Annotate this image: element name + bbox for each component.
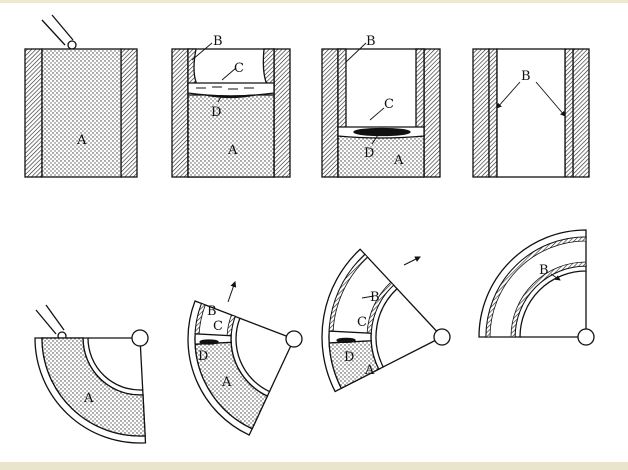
molten-metal-a <box>187 94 275 178</box>
label-a: A <box>83 391 94 406</box>
molten-metal-a <box>41 337 146 437</box>
molten-metal-a <box>337 135 425 178</box>
label-b: B <box>539 263 549 278</box>
bottom-figure-4 <box>478 229 595 346</box>
tether-line <box>139 337 144 390</box>
label-b: B <box>213 34 223 49</box>
interface-d <box>353 127 411 137</box>
coating-b-inner <box>366 281 395 334</box>
label-b: B <box>521 69 531 84</box>
mold-wall-left <box>171 48 189 178</box>
tether-line <box>268 338 295 392</box>
label-b: B <box>207 304 217 319</box>
interface-d <box>336 337 356 344</box>
molten-metal-a <box>41 48 122 178</box>
label-b: B <box>366 34 376 49</box>
top-panel-4: B <box>472 48 590 178</box>
tether-line <box>382 336 443 368</box>
label-c: C <box>213 319 223 334</box>
coating-b-outer <box>194 303 206 335</box>
label-c: C <box>357 315 367 330</box>
label-a: A <box>364 363 375 378</box>
interface-d <box>204 94 256 99</box>
pivot-circle <box>285 330 303 348</box>
mold-wall-right <box>273 48 291 178</box>
label-b: B <box>370 290 380 305</box>
top-border-band <box>0 0 628 3</box>
label-d: D <box>344 350 354 365</box>
coating-b-right <box>564 48 574 178</box>
bottom-labels: A B C D A B C D A B <box>83 263 561 406</box>
coating-b-outer <box>485 236 587 338</box>
label-a: A <box>221 375 232 390</box>
mold-wall-right <box>572 48 590 178</box>
rotation-arrow <box>227 281 237 303</box>
bottom-figure-2 <box>187 281 303 436</box>
coating-b-right <box>262 48 275 90</box>
top-panel-1: A <box>24 14 138 178</box>
bottom-border-band <box>0 462 628 470</box>
mold-wall-left <box>321 48 339 178</box>
label-d: D <box>211 105 221 120</box>
mold-wall-right <box>423 48 441 178</box>
rotation-arrow <box>403 256 421 266</box>
coating-b-outer <box>328 253 369 332</box>
label-a: A <box>227 143 238 158</box>
coating-b-inner <box>226 314 236 337</box>
top-panel-2: B C D A <box>171 34 291 178</box>
pivot-circle <box>131 329 149 347</box>
label-a: A <box>76 133 87 148</box>
tether-line <box>396 288 443 338</box>
label-c: C <box>234 61 244 76</box>
top-panel-3: B C D A <box>321 34 441 178</box>
torch-nozzle <box>35 304 67 341</box>
pivot-circle <box>577 328 595 346</box>
tether-line <box>239 317 295 340</box>
label-c: C <box>384 97 394 112</box>
torch-nozzle <box>41 14 77 50</box>
coating-b-right <box>415 48 425 130</box>
mold-wall-left <box>24 48 43 178</box>
coating-b-left <box>337 48 347 130</box>
interface-d <box>199 339 219 345</box>
bottom-figure-1 <box>34 304 149 444</box>
bottom-figure-3 <box>321 248 451 393</box>
label-d: D <box>364 146 374 161</box>
mold-wall-left <box>472 48 490 178</box>
coating-b-inner <box>510 261 587 338</box>
label-a: A <box>393 153 404 168</box>
mold-wall-right <box>120 48 138 178</box>
pivot-circle <box>433 328 451 346</box>
coating-b-left <box>488 48 498 178</box>
layer-c <box>187 82 275 97</box>
label-d: D <box>198 349 208 364</box>
